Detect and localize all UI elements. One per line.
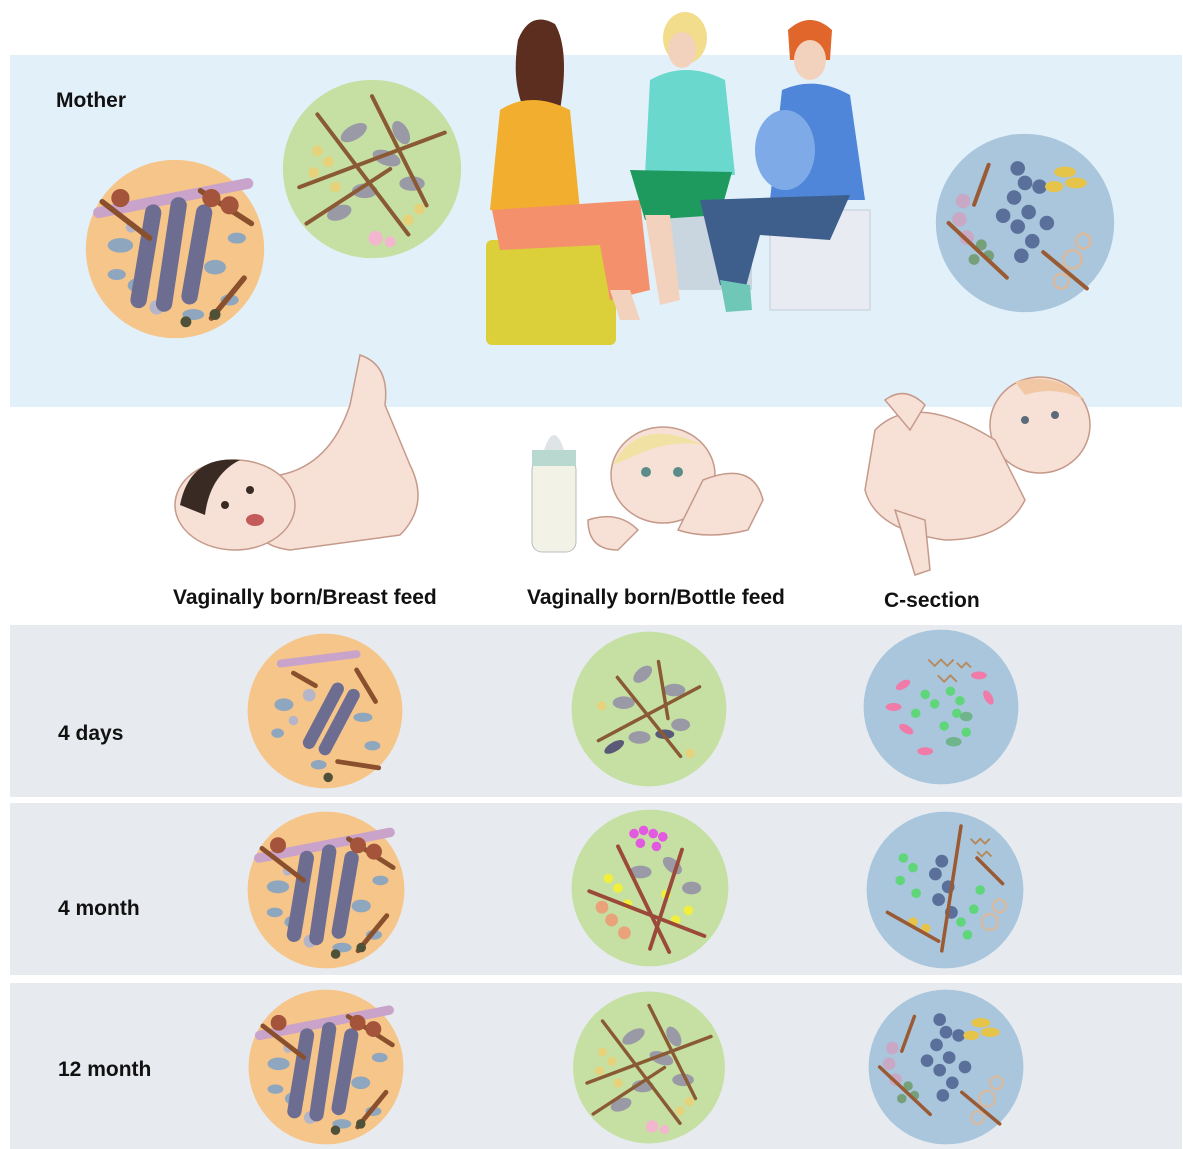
column-label-c-section: C-section: [884, 589, 980, 613]
microbiome-breast-4-month: [246, 810, 406, 970]
microbiome-bottle-4-month: [570, 808, 730, 968]
baby-breast-feed-illustration: [170, 345, 450, 560]
microbiome-breast-12-month: [246, 988, 406, 1146]
row-label-4-month: 4 month: [58, 897, 140, 921]
microbiome-bottle-12-month: [570, 990, 728, 1145]
mother-label: Mother: [56, 89, 126, 113]
row-label-4-days: 4 days: [58, 722, 123, 746]
column-label-breast-feed: Vaginally born/Breast feed: [173, 586, 437, 610]
mother-gut-microbiome: [934, 132, 1116, 314]
row-label-12-month: 12 month: [58, 1058, 151, 1082]
baby-c-section-illustration: [855, 370, 1095, 580]
mother-vaginal-microbiome: [84, 158, 266, 340]
mother-skin-microbiome: [281, 78, 463, 260]
microbiome-breast-4-days: [246, 632, 404, 790]
microbiome-bottle-4-days: [570, 630, 728, 788]
baby-bottle-feed-illustration: [528, 420, 768, 560]
microbiome-c-section-12-month: [866, 988, 1026, 1146]
column-label-bottle-feed: Vaginally born/Bottle feed: [527, 586, 785, 610]
microbiome-c-section-4-days: [862, 628, 1020, 786]
pregnant-women-illustration: [470, 0, 910, 350]
microbiome-c-section-4-month: [865, 810, 1025, 970]
